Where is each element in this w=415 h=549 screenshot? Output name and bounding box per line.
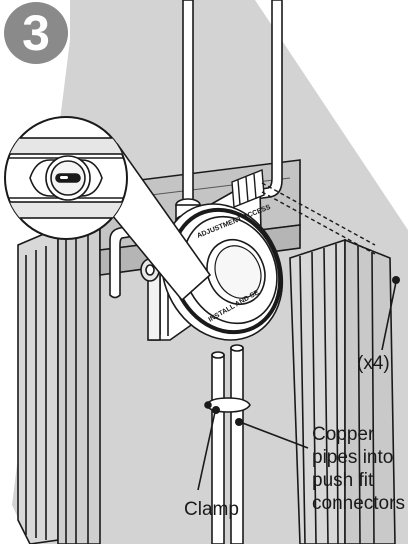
leader-x4 (381, 281, 397, 351)
left-bent-pipe (109, 225, 136, 299)
copper-label-line-1: Copper (312, 424, 375, 445)
clamp-label: Clamp (184, 499, 239, 520)
copper-label-line-2: pipes into (312, 447, 394, 468)
leader-clamp (197, 411, 216, 491)
copper-label-line-4: connectors (312, 493, 405, 514)
leader-dot-clamp (212, 406, 220, 414)
wall-shadow (300, 0, 408, 230)
leader-dot-copper (235, 418, 243, 426)
pipe-clamp (204, 397, 251, 413)
left-stud-frame (17, 210, 101, 545)
screw-guide (261, 182, 376, 255)
leader-copper (239, 421, 309, 449)
right-stud (289, 238, 396, 545)
valve-dial (160, 203, 284, 341)
leader-dot-x4 (392, 276, 400, 284)
copper-pipes-label: Copper pipes into push fit connectors (312, 423, 405, 515)
top-right-fittings (231, 168, 265, 209)
copper-label-line-3: push fit (312, 470, 374, 491)
zoom-detail-circle (4, 116, 128, 240)
leader-lines (197, 281, 397, 491)
quantity-label: (x4) (357, 353, 390, 374)
step-number-badge: 3 (4, 2, 68, 64)
